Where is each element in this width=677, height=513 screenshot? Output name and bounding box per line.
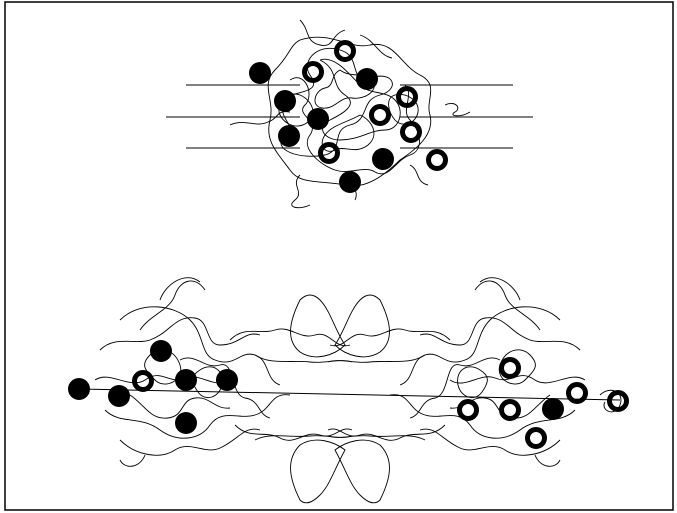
bottom-right-ring-beads — [460, 360, 627, 447]
bead-ring — [460, 402, 477, 419]
bottom-axis-line — [80, 389, 620, 400]
top-filled-beads — [249, 62, 394, 193]
bottom-right-filled-beads — [542, 398, 564, 420]
figure-border — [5, 2, 673, 510]
bead-ring — [372, 107, 389, 124]
bead-filled — [175, 369, 197, 391]
bead-filled — [372, 148, 394, 170]
bead-ring — [403, 124, 420, 141]
bead-filled — [356, 68, 378, 90]
bead-ring — [305, 64, 322, 81]
bead-filled — [68, 378, 90, 400]
bead-filled — [249, 62, 271, 84]
bead-ring — [502, 402, 519, 419]
bead-ring — [321, 145, 338, 162]
bead-filled — [216, 369, 238, 391]
bottom-left-filled-beads — [68, 340, 238, 434]
bead-ring — [429, 152, 446, 169]
bead-filled — [307, 108, 329, 130]
top-ring-beads — [305, 43, 446, 169]
bottom-panel — [68, 278, 627, 503]
bead-ring — [528, 430, 545, 447]
bead-filled — [108, 385, 130, 407]
bead-filled — [278, 125, 300, 147]
top-guide-lines — [166, 85, 533, 148]
bead-ring — [337, 43, 354, 60]
bead-filled — [339, 171, 361, 193]
top-panel — [166, 20, 533, 208]
bottom-right-chains — [328, 278, 621, 503]
bead-ring — [610, 393, 627, 410]
bead-ring — [502, 360, 519, 377]
bead-filled — [542, 398, 564, 420]
bead-filled — [150, 340, 172, 362]
bead-filled — [274, 90, 296, 112]
bead-filled — [175, 412, 197, 434]
